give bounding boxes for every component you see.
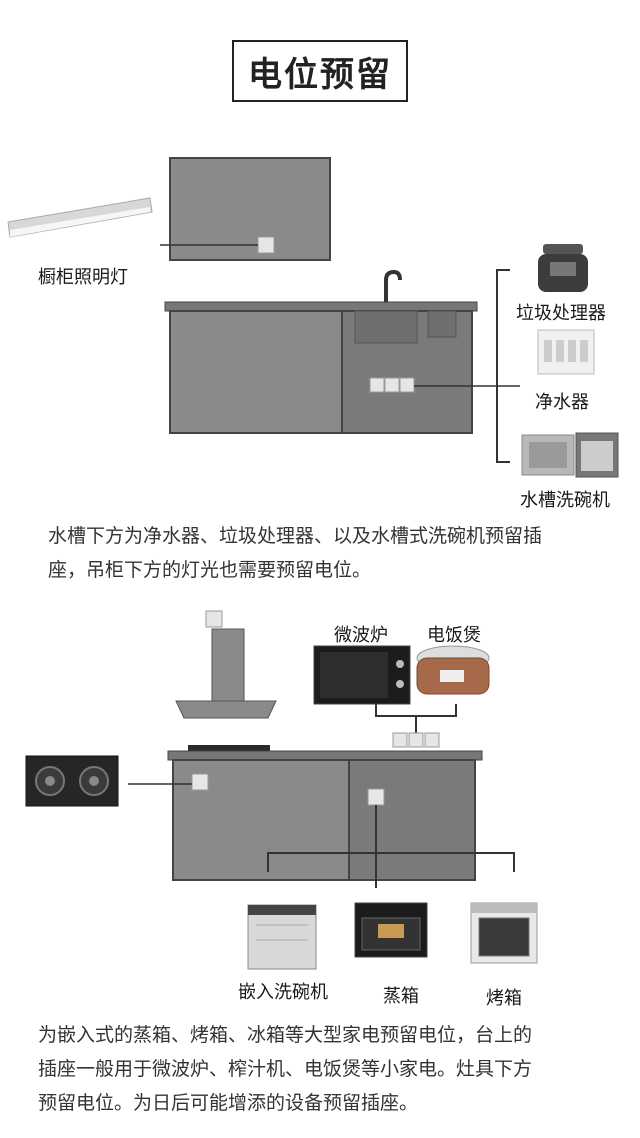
built-in-dishwasher-icon [247,904,317,970]
section1-paragraph: 水槽下方为净水器、垃圾处理器、以及水槽式洗碗机预留插 座，吊柜下方的灯光也需要预… [48,519,542,587]
hood-outlet [205,610,223,628]
countertop-bracket [375,704,457,717]
label-sink-dishwasher: 水槽洗碗机 [520,490,610,511]
oven-icon [470,902,538,964]
label-oven: 烤箱 [486,988,522,1009]
countertop-2 [167,750,483,761]
cabinet-outlet [367,788,385,806]
section2-line-2: 插座一般用于微波炉、榨汁机、电饭煲等小家电。灶具下方 [38,1058,533,1080]
microwave-icon [313,645,411,705]
light-outlet [257,236,275,254]
appliance-bracket [496,269,510,463]
faucet-icon [384,269,402,302]
counter-outlet-1 [392,732,408,748]
sink-dishwasher-icon [521,432,619,478]
built-in-bracket [267,852,515,872]
counter-outlet-3 [424,732,440,748]
upper-cabinet [169,157,331,261]
outlet-3 [399,377,415,393]
section2-line-1: 为嵌入式的蒸箱、烤箱、冰箱等大型家电预留电位，台上的 [38,1024,533,1046]
water-purifier-icon [537,329,595,375]
page-title: 电位预留 [232,40,408,102]
stove-outlet [191,773,209,791]
label-built-in-dishwasher: 嵌入洗碗机 [238,982,328,1003]
label-steamer: 蒸箱 [383,986,419,1007]
label-cabinet-light: 橱柜照明灯 [38,267,128,288]
cabinet-light-icon [7,197,153,238]
countertop [164,301,478,312]
section1-line-1: 水槽下方为净水器、垃圾处理器、以及水槽式洗碗机预留插 [48,525,543,547]
lower-cabinet-2-right [348,759,476,881]
outlet-2 [384,377,400,393]
lower-cabinet-left [169,310,343,434]
steamer-icon [354,902,428,958]
section2-line-3: 预留电位。为日后可能增添的设备预留插座。 [38,1092,419,1114]
gas-burner-icon [25,755,119,807]
sink-basin-left [354,310,418,344]
label-disposer: 垃圾处理器 [516,303,606,324]
range-hood [175,628,277,719]
outlet-1 [369,377,385,393]
label-microwave: 微波炉 [334,625,388,646]
rice-cooker-icon [416,645,490,695]
section2-paragraph: 为嵌入式的蒸箱、烤箱、冰箱等大型家电预留电位，台上的 插座一般用于微波炉、榨汁机… [38,1018,532,1120]
section1-line-2: 座，吊柜下方的灯光也需要预留电位。 [48,559,372,581]
disposer-icon [538,244,588,292]
counter-outlet-2 [408,732,424,748]
label-purifier: 净水器 [535,392,589,413]
cooktop [188,745,270,751]
label-rice-cooker: 电饭煲 [427,625,481,646]
sink-basin-right [427,310,457,338]
